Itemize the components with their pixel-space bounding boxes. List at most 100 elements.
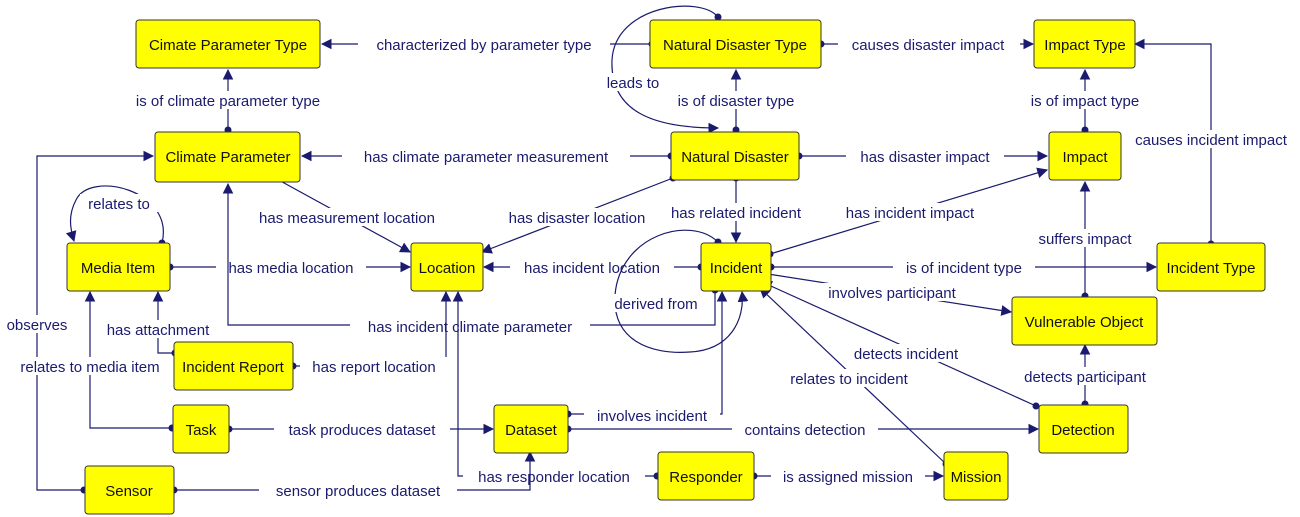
label-has-responder-location: has responder location xyxy=(478,469,630,486)
node-label: Natural Disaster Type xyxy=(663,37,807,54)
node-natural-disaster-type[interactable]: Natural Disaster Type xyxy=(649,19,822,69)
label-has-incident-location: has incident location xyxy=(524,260,660,277)
edge-is-of-incident-type: is of incident type xyxy=(767,258,1158,277)
node-label: Vulnerable Object xyxy=(1025,314,1145,331)
node-impact-type[interactable]: Impact Type xyxy=(1033,19,1136,69)
label-suffers-impact: suffers impact xyxy=(1038,231,1132,248)
label-is-of-impact-type: is of impact type xyxy=(1031,93,1139,110)
node-label: Sensor xyxy=(105,483,153,500)
node-label: Climate Parameter xyxy=(165,149,290,166)
label-derived-from: derived from xyxy=(614,296,697,313)
edge-detects-incident: detects incident xyxy=(761,281,1040,410)
label-causes-disaster-impact: causes disaster impact xyxy=(852,37,1005,54)
node-label: Detection xyxy=(1051,422,1114,439)
node-sensor[interactable]: Sensor xyxy=(84,465,175,515)
label-detects-incident: detects incident xyxy=(854,346,959,363)
node-incident[interactable]: Incident xyxy=(700,242,772,292)
label-has-attachment: has attachment xyxy=(107,322,210,339)
label-has-incident-impact: has incident impact xyxy=(846,205,975,222)
node-label: Natural Disaster xyxy=(681,149,789,166)
node-location[interactable]: Location xyxy=(410,242,484,292)
node-media-item[interactable]: Media Item xyxy=(66,242,171,292)
node-incident-report[interactable]: Incident Report xyxy=(173,341,294,391)
node-label: Incident xyxy=(710,260,763,277)
node-mission[interactable]: Mission xyxy=(943,451,1009,501)
label-has-media-location: has media location xyxy=(228,260,353,277)
edge-derived-from: derived from xyxy=(603,229,749,353)
node-task[interactable]: Task xyxy=(172,404,230,454)
edge-is-assigned-mission: is assigned mission xyxy=(750,467,945,486)
label-leads-to: leads to xyxy=(607,75,660,92)
edge-detects-participant: detects participant xyxy=(1011,343,1159,408)
label-has-disaster-impact: has disaster impact xyxy=(860,149,990,166)
label-has-report-location: has report location xyxy=(312,359,435,376)
label-relates-to-incident: relates to incident xyxy=(790,371,908,388)
label-detects-participant: detects participant xyxy=(1024,369,1147,386)
edge-has-incident-impact: has incident impact xyxy=(766,167,1049,258)
edge-has-disaster-location: has disaster location xyxy=(480,174,677,254)
edge-is-of-impact-type: is of impact type xyxy=(1017,68,1153,134)
node-vulnerable-object[interactable]: Vulnerable Object xyxy=(1011,296,1158,346)
label-has-measurement-location: has measurement location xyxy=(259,210,435,227)
edge-causes-incident-impact: causes incident impact xyxy=(1122,38,1300,248)
edge-contains-detection: contains detection xyxy=(564,420,1040,439)
edge-relates-to: relates to xyxy=(65,185,166,247)
edge-relates-to-media-item: relates to media item xyxy=(6,290,176,432)
node-detection[interactable]: Detection xyxy=(1038,404,1129,454)
edge-has-responder-location: has responder location xyxy=(452,290,661,486)
edge-has-climate-parameter-measurement: has climate parameter measurement xyxy=(300,147,675,166)
label-is-of-incident-type: is of incident type xyxy=(906,260,1022,277)
label-relates-to: relates to xyxy=(88,196,150,213)
edge-is-of-climate-parameter-type: is of climate parameter type xyxy=(118,68,338,134)
node-label: Cimate Parameter Type xyxy=(149,37,307,54)
label-observes: observes xyxy=(7,317,68,334)
edge-task-produces-dataset: task produces dataset xyxy=(225,420,495,439)
edge-has-disaster-impact: has disaster impact xyxy=(795,147,1049,166)
node-label: Incident Report xyxy=(182,359,285,376)
label-contains-detection: contains detection xyxy=(745,422,866,439)
label-involves-incident: involves incident xyxy=(597,408,708,425)
label-has-related-incident: has related incident xyxy=(671,205,802,222)
node-dataset[interactable]: Dataset xyxy=(493,404,569,454)
edge-has-media-location: has media location xyxy=(166,258,412,277)
edge-has-attachment: has attachment xyxy=(96,290,220,357)
node-label: Media Item xyxy=(81,260,155,277)
edge-leads-to: leads to xyxy=(598,5,722,134)
edge-has-incident-location: has incident location xyxy=(482,258,705,277)
edge-relates-to-incident: relates to incident xyxy=(759,287,950,468)
edge-has-incident-climate-parameter: has incident climate parameter xyxy=(222,182,719,336)
node-label: Impact Type xyxy=(1044,37,1125,54)
node-label: Mission xyxy=(951,469,1002,486)
edge-observes: observes xyxy=(0,150,155,494)
label-has-climate-parameter-measurement: has climate parameter measurement xyxy=(364,149,609,166)
node-climate-parameter-type[interactable]: Cimate Parameter Type xyxy=(135,19,321,69)
edge-has-related-incident: has related incident xyxy=(658,174,814,244)
label-is-of-climate-parameter-type: is of climate parameter type xyxy=(136,93,320,110)
node-label: Location xyxy=(419,260,476,277)
node-natural-disaster[interactable]: Natural Disaster xyxy=(670,131,800,181)
label-has-disaster-location: has disaster location xyxy=(509,210,646,227)
edge-has-measurement-location: has measurement location xyxy=(244,174,450,253)
edge-is-of-disaster-type: is of disaster type xyxy=(664,68,808,134)
edge-has-report-location: has report location xyxy=(289,290,452,376)
edge-causes-disaster-impact: causes disaster impact xyxy=(817,35,1035,54)
edge-involves-incident: involves incident xyxy=(564,290,728,425)
node-label: Task xyxy=(186,422,217,439)
edge-characterized-by-parameter-type: characterized by parameter type xyxy=(320,35,656,54)
label-relates-to-media-item: relates to media item xyxy=(20,359,159,376)
node-impact[interactable]: Impact xyxy=(1048,131,1122,181)
label-is-assigned-mission: is assigned mission xyxy=(783,469,913,486)
edge-suffers-impact: suffers impact xyxy=(1027,180,1143,300)
node-climate-parameter[interactable]: Climate Parameter xyxy=(154,131,301,183)
node-responder[interactable]: Responder xyxy=(657,451,755,501)
node-incident-type[interactable]: Incident Type xyxy=(1156,242,1266,292)
label-has-incident-climate-parameter: has incident climate parameter xyxy=(368,319,572,336)
node-label: Incident Type xyxy=(1167,260,1256,277)
label-is-of-disaster-type: is of disaster type xyxy=(678,93,795,110)
label-causes-incident-impact: causes incident impact xyxy=(1135,132,1288,149)
node-label: Impact xyxy=(1062,149,1108,166)
label-task-produces-dataset: task produces dataset xyxy=(289,422,437,439)
node-label: Dataset xyxy=(505,422,558,439)
label-characterized-by-parameter-type: characterized by parameter type xyxy=(376,37,591,54)
